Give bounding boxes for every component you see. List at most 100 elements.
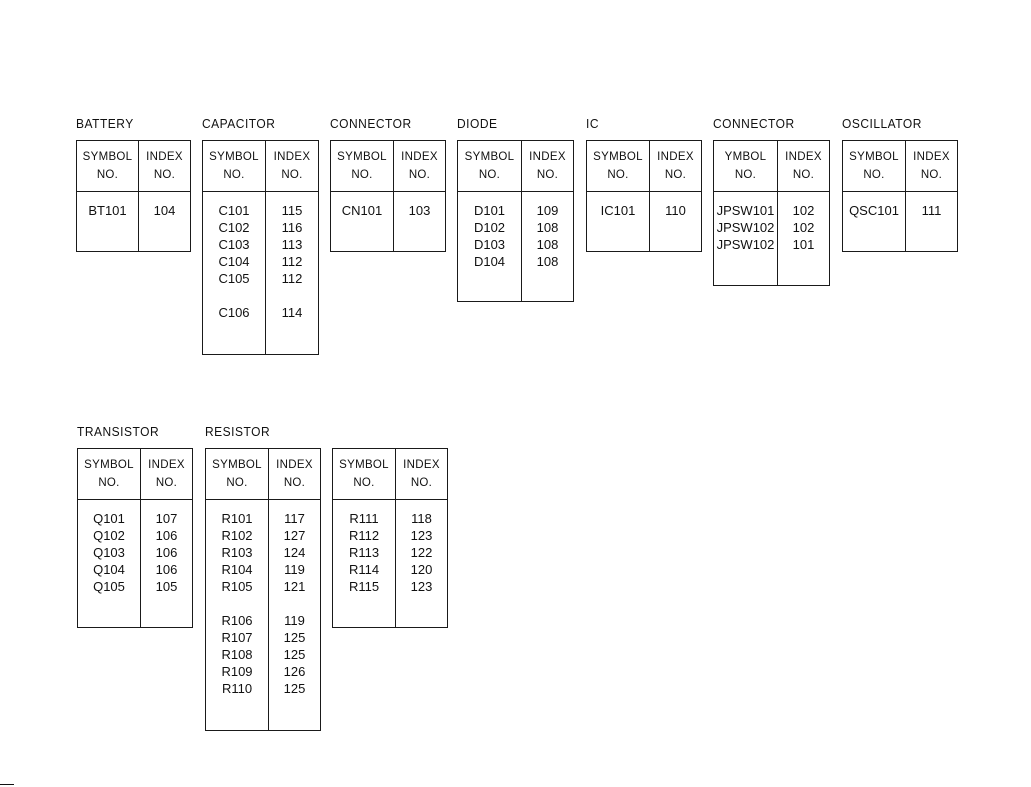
symbol-cell: C105 — [218, 271, 250, 286]
index-cell: 121 — [283, 579, 306, 594]
index-cell: 122 — [410, 545, 433, 560]
symbol-cell: Q103 — [93, 545, 125, 560]
index-cell: 123 — [410, 579, 433, 594]
group-title: TRANSISTOR — [77, 424, 160, 440]
index-cell: 112 — [281, 271, 303, 286]
group-title: BATTERY — [76, 116, 134, 132]
index-cell: 101 — [792, 237, 815, 252]
symbol-cell: QSC101 — [849, 203, 899, 218]
header-line-2: NO. — [607, 169, 629, 181]
index-cell: 108 — [536, 220, 559, 235]
group-title: DIODE — [457, 116, 498, 132]
header-line-1: YMBOL — [724, 151, 767, 163]
index-cell: 106 — [155, 528, 178, 543]
index-cell: 107 — [155, 511, 178, 526]
symbol-cell: C102 — [218, 220, 250, 235]
symbol-cell: D101 — [473, 203, 506, 218]
symbol-cell: R107 — [221, 630, 253, 645]
index-cell: 117 — [284, 511, 305, 526]
header-line-1: INDEX — [913, 151, 950, 163]
header-line-2: NO. — [408, 169, 431, 181]
index-cell: 105 — [155, 579, 178, 594]
header-line-2: NO. — [410, 477, 433, 489]
symbol-column: SYMBOL NO. QSC101 — [843, 141, 906, 251]
index-cell: 111 — [921, 203, 942, 218]
group-title: RESISTOR — [205, 424, 271, 440]
header-line-1: SYMBOL — [593, 151, 643, 163]
parts-table: SYMBOL NO. QSC101 INDEX NO. 111 — [842, 140, 958, 252]
index-cell: 106 — [155, 562, 178, 577]
header-line-2: NO. — [478, 169, 501, 181]
header-line-1: INDEX — [273, 151, 311, 163]
index-column: INDEX NO. 107 106 106 106 105 — [141, 449, 192, 627]
header-line-2: NO. — [155, 477, 178, 489]
index-cell: 110 — [665, 203, 686, 218]
symbol-cell: CN101 — [341, 203, 383, 218]
symbol-cell: R115 — [348, 579, 380, 594]
header-line-1: INDEX — [148, 459, 185, 471]
symbol-cell: D103 — [473, 237, 506, 252]
header-line-2: NO. — [281, 169, 303, 181]
header-line-2: NO. — [98, 477, 120, 489]
header-line-1: SYMBOL — [337, 151, 387, 163]
index-cell: 112 — [281, 254, 303, 269]
index-cell: 102 — [792, 220, 815, 235]
symbol-header: SYMBOL NO. — [587, 141, 649, 192]
index-header: INDEX NO. — [141, 449, 192, 500]
header-line-1: INDEX — [146, 151, 183, 163]
symbol-cell: R108 — [221, 647, 253, 662]
index-cell: 109 — [536, 203, 559, 218]
index-cell: 104 — [153, 203, 176, 218]
symbol-cell: Q104 — [93, 562, 125, 577]
header-line-2: NO. — [96, 169, 119, 181]
index-cell: 106 — [155, 545, 178, 560]
symbol-cell: JPSW102 — [716, 237, 775, 252]
symbol-cell: D102 — [473, 220, 506, 235]
symbol-cell: C106 — [218, 305, 250, 320]
index-cell: 126 — [283, 664, 306, 679]
index-cell: 115 — [281, 203, 303, 218]
index-cell — [266, 287, 318, 304]
symbol-cell: R113 — [348, 545, 380, 560]
index-cell: 125 — [283, 681, 306, 696]
group-title: CAPACITOR — [202, 116, 276, 132]
index-cell: 119 — [284, 613, 305, 628]
header-line-2: NO. — [283, 477, 306, 489]
symbol-cell: R112 — [348, 528, 380, 543]
symbol-cell: R105 — [221, 579, 253, 594]
symbol-cell: R101 — [221, 511, 253, 526]
symbol-cell — [206, 595, 268, 612]
header-line-2: NO. — [863, 169, 885, 181]
header-line-2: NO. — [223, 169, 245, 181]
index-header: INDEX NO. — [266, 141, 318, 192]
index-cell: 124 — [283, 545, 306, 560]
header-line-1: SYMBOL — [212, 459, 262, 471]
index-cell: 118 — [411, 511, 432, 526]
symbol-cell: R104 — [221, 562, 253, 577]
header-line-1: SYMBOL — [849, 151, 899, 163]
symbol-cell: C103 — [218, 237, 250, 252]
group-title: CONNECTOR — [713, 116, 795, 132]
symbol-cell: Q102 — [93, 528, 125, 543]
